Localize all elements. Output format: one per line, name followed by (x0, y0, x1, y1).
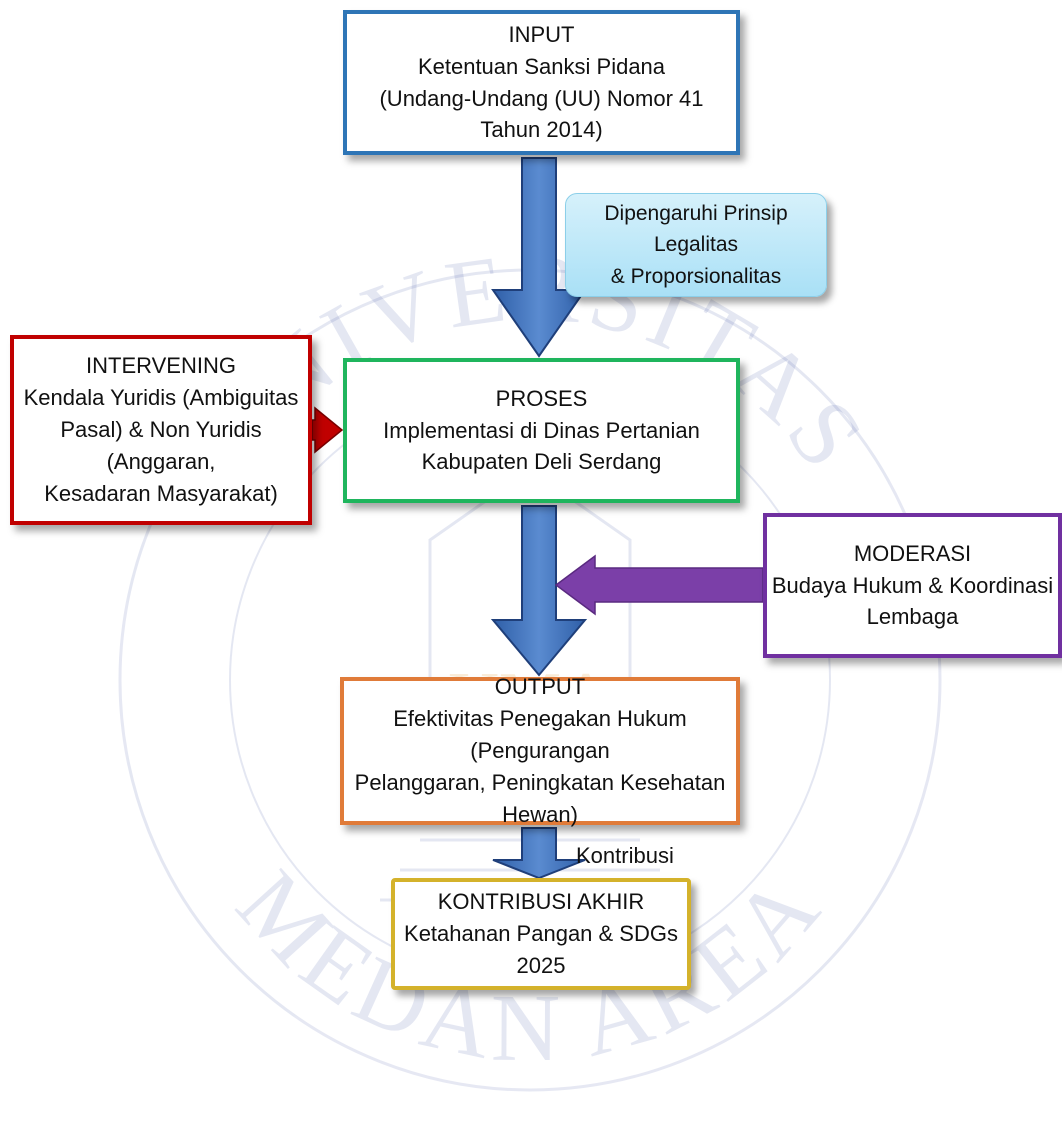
intervening-line3: Kesadaran Masyarakat) (44, 480, 278, 506)
input-box: INPUT Ketentuan Sanksi Pidana (Undang-Un… (343, 10, 740, 155)
input-line2: (Undang-Undang (UU) Nomor 41 Tahun 2014) (379, 85, 704, 143)
influence-note: Dipengaruhi Prinsip Legalitas & Proporsi… (565, 193, 827, 297)
output-line1: Efektivitas Penegakan Hukum (Pengurangan (393, 706, 687, 764)
proses-box: PROSES Implementasi di Dinas Pertanian K… (343, 358, 740, 503)
arrow-proses-to-output (490, 505, 588, 677)
intervening-line1: Kendala Yuridis (Ambiguitas (23, 385, 299, 411)
arrow-input-to-proses (491, 157, 587, 358)
final-box: KONTRIBUSI AKHIR Ketahanan Pangan & SDGs… (391, 878, 691, 990)
influence-note-line1: Dipengaruhi Prinsip Legalitas (604, 201, 788, 257)
input-line1: Ketentuan Sanksi Pidana (417, 53, 666, 79)
proses-line2: Kabupaten Deli Serdang (421, 449, 662, 475)
final-line1: Ketahanan Pangan & SDGs 2025 (404, 921, 678, 978)
moderasi-line2: Lembaga (866, 604, 959, 630)
intervening-title: INTERVENING (86, 353, 236, 379)
output-title: OUTPUT (494, 674, 586, 700)
output-line2: Pelanggaran, Peningkatan Kesehatan Hewan… (354, 769, 726, 827)
intervening-line2: Pasal) & Non Yuridis (Anggaran, (60, 417, 262, 474)
input-title: INPUT (508, 21, 575, 47)
influence-note-line2: & Proporsionalitas (610, 264, 782, 288)
arrow-moderasi-to-flow (554, 554, 764, 616)
moderasi-title: MODERASI (853, 540, 972, 566)
proses-title: PROSES (495, 385, 588, 411)
moderasi-line1: Budaya Hukum & Koordinasi (771, 572, 1054, 598)
contribution-label: Kontribusi (576, 843, 674, 868)
proses-line1: Implementasi di Dinas Pertanian (383, 417, 700, 443)
arrow-output-to-final (492, 827, 586, 880)
output-box: OUTPUT Efektivitas Penegakan Hukum (Peng… (340, 674, 740, 827)
intervening-box: INTERVENING Kendala Yuridis (Ambiguitas … (10, 335, 312, 525)
final-title: KONTRIBUSI AKHIR (437, 889, 645, 915)
moderasi-box: MODERASI Budaya Hukum & Koordinasi Lemba… (763, 513, 1062, 658)
arrow-intervening-to-proses (311, 406, 344, 454)
